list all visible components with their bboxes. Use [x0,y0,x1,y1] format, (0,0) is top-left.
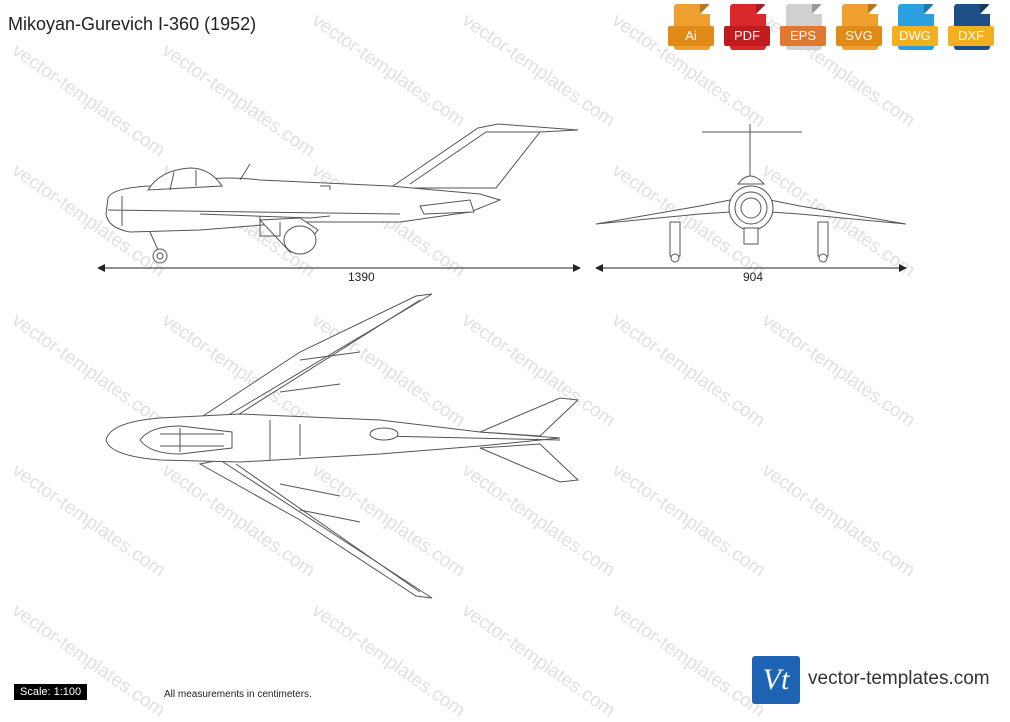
length-dimension: 1390 [348,270,375,284]
measurement-note: All measurements in centimeters. [164,689,312,700]
format-label: EPS [780,26,826,46]
format-label: SVG [836,26,882,46]
brand-link[interactable]: vector-templates.com [808,668,990,689]
format-pdf-button[interactable]: PDF [724,4,770,52]
top-view [105,293,580,599]
format-ai-button[interactable]: Ai [668,4,714,52]
front-view [595,124,907,263]
format-dxf-button[interactable]: DXF [948,4,994,52]
format-label: PDF [724,26,770,46]
vt-logo-icon[interactable]: Vt [752,656,800,704]
format-dwg-button[interactable]: DWG [892,4,938,52]
side-view [105,123,579,264]
format-badges: Ai PDF EPS SVG DWG DXF [668,4,994,52]
format-svg-button[interactable]: SVG [836,4,882,52]
format-label: DXF [948,26,994,46]
span-dimension: 904 [743,270,763,284]
format-label: Ai [668,26,714,46]
format-label: DWG [892,26,938,46]
dimension-lines: 1390 904 [97,264,907,284]
scale-badge: Scale: 1:100 [14,684,88,700]
page-title: Mikoyan-Gurevich I-360 (1952) [8,14,257,34]
format-eps-button[interactable]: EPS [780,4,826,52]
